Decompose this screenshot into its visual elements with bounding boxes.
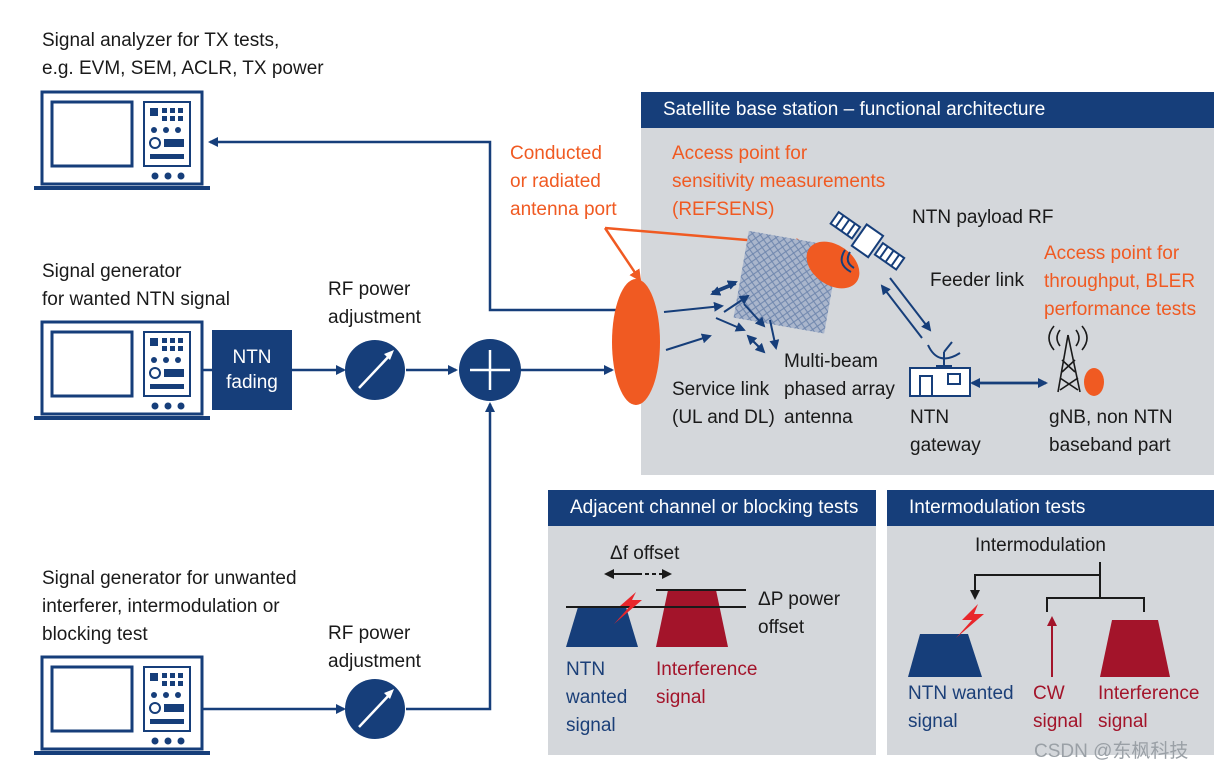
intermod-interference-label: Interference signal [1098, 683, 1200, 732]
throughput-access-point [1084, 368, 1104, 396]
gateway-label: NTN gateway [910, 407, 981, 456]
adjacent-ntn-wanted-label: NTN wanted signal [566, 659, 628, 736]
unwanted-signal-generator-instrument [34, 655, 210, 755]
rf-power-label-2: RF power adjustment [328, 623, 421, 672]
feeder-link-arrows [880, 277, 932, 339]
ntn-fading-box: NTN fading [212, 330, 292, 410]
wanted-generator-label: Signal generator for wanted NTN signal [42, 261, 230, 310]
intermod-panel-header: Intermodulation tests [887, 490, 1214, 526]
adjacent-panel-header: Adjacent channel or blocking tests [548, 490, 876, 526]
gnb-tower-icon [1048, 325, 1088, 393]
intermod-ntn-shape [908, 634, 982, 677]
watermark: CSDN @东枫科技 [1034, 741, 1189, 762]
sensitivity-access-label: Access point for sensitivity measurement… [672, 143, 886, 220]
gnb-label: gNB, non NTN baseband part [1049, 407, 1173, 456]
signal-lines [202, 137, 620, 714]
gateway-building-icon [909, 367, 971, 397]
intermodulation-label: Intermodulation [975, 535, 1106, 556]
multibeam-label: Multi-beam phased array antenna [784, 351, 895, 428]
signal-analyzer-instrument [34, 90, 210, 190]
wanted-signal-generator-instrument [34, 320, 210, 420]
antenna-port [612, 279, 660, 405]
service-link-arrows [663, 280, 780, 354]
analyzer-label: Signal analyzer for TX tests, e.g. EVM, … [42, 30, 324, 79]
intermod-ntn-wanted-label: NTN wanted signal [908, 683, 1014, 732]
adjacent-diagram [566, 569, 746, 647]
ntn-payload-label: NTN payload RF [912, 207, 1054, 228]
service-link-label: Service link (UL and DL) [672, 379, 775, 428]
rf-power-dial-1 [345, 340, 405, 400]
satellite-icon [829, 210, 906, 273]
sensitivity-access-point [806, 241, 860, 289]
feeder-link-label: Feeder link [930, 270, 1024, 291]
intermod-interference-shape [1100, 620, 1170, 677]
adjacent-ntn-shape [566, 607, 638, 647]
df-offset-label: Δf offset [610, 543, 680, 564]
rf-power-dial-2 [345, 679, 405, 739]
unwanted-generator-label: Signal generator for unwanted interferer… [42, 568, 297, 645]
dp-offset-label: ΔP power offset [758, 589, 841, 638]
satellite-panel-header: Satellite base station – functional arch… [641, 92, 1214, 128]
gateway-dish-icon [927, 341, 961, 367]
adjacent-interference-shape [656, 590, 728, 647]
throughput-access-label: Access point for throughput, BLER perfor… [1044, 243, 1197, 320]
intermod-diagram [908, 562, 1170, 677]
cw-signal-label: CW signal [1033, 683, 1083, 732]
rf-power-label-1: RF power adjustment [328, 279, 421, 328]
adjacent-interference-label: Interference signal [656, 659, 758, 708]
combiner-plus [459, 339, 521, 401]
conducted-port-label: Conducted or radiated antenna port [510, 143, 617, 220]
